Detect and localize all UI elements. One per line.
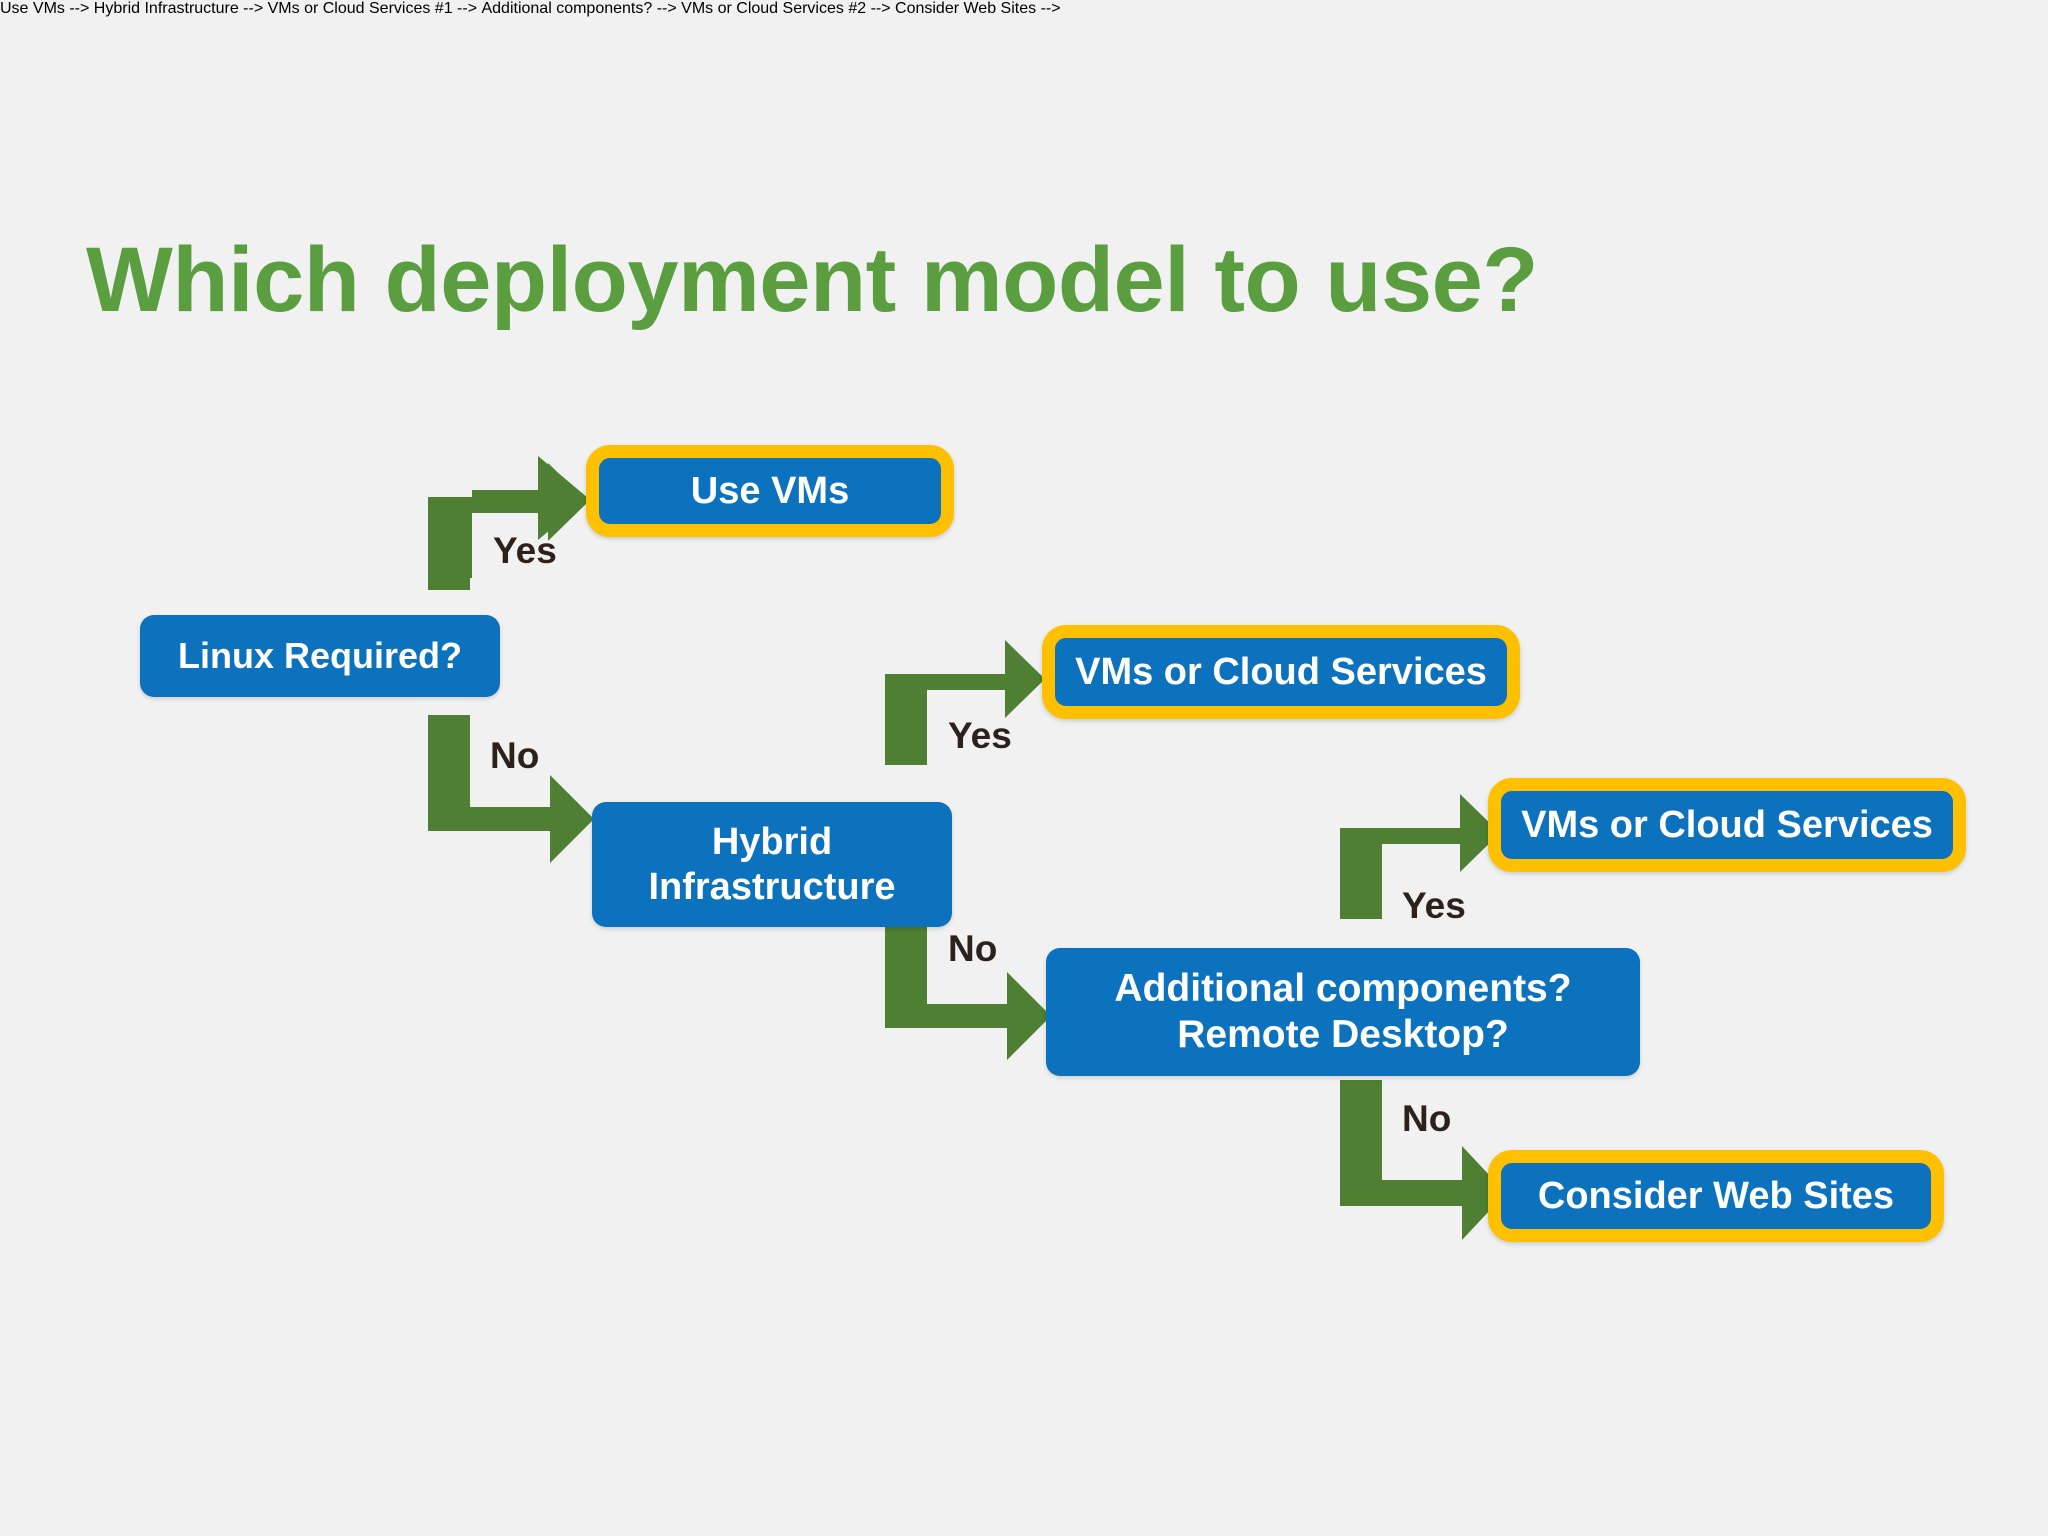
edge-label-no-3: No xyxy=(1402,1098,1452,1139)
node-additional-components[interactable]: Additional components? Remote Desktop? xyxy=(1046,948,1640,1076)
node-linux-required-label: Linux Required? xyxy=(177,634,462,676)
node-hybrid-infrastructure[interactable]: Hybrid Infrastructure xyxy=(592,802,952,927)
node-additional-components-line1: Additional components? xyxy=(1114,966,1572,1010)
node-vms-or-cloud-services-2[interactable]: VMs or Cloud Services xyxy=(1488,778,1966,872)
edge-label-yes-2: Yes xyxy=(948,715,1012,756)
node-linux-required[interactable]: Linux Required? xyxy=(140,615,500,697)
arrow-linux-required-yes xyxy=(428,455,588,590)
node-hybrid-infrastructure-label: Hybrid Infrastructure xyxy=(610,820,934,910)
arrow-additional-no xyxy=(1340,1080,1506,1240)
node-consider-web-sites[interactable]: Consider Web Sites xyxy=(1488,1150,1944,1242)
edge-label-no-2: No xyxy=(948,928,998,969)
page-title: Which deployment model to use? xyxy=(86,229,1538,331)
arrow-linux-required-no xyxy=(428,715,594,865)
arrow-additional-yes xyxy=(1340,786,1500,919)
edge-label-yes-1: Yes xyxy=(493,530,557,571)
node-consider-web-sites-label: Consider Web Sites xyxy=(1537,1174,1895,1217)
edge-label-yes-3: Yes xyxy=(1402,885,1466,926)
edge-label-no-1: No xyxy=(490,735,540,776)
node-additional-components-line2: Remote Desktop? xyxy=(1177,1013,1509,1056)
node-vms-or-cloud-services-2-label: VMs or Cloud Services xyxy=(1521,803,1933,846)
node-use-vms[interactable]: Use VMs xyxy=(586,445,954,537)
arrow-hybrid-no xyxy=(885,912,1051,1062)
node-additional-components-label: Additional components? Remote Desktop? xyxy=(1064,966,1622,1058)
arrow-hybrid-yes xyxy=(885,632,1045,765)
node-vms-or-cloud-services-1[interactable]: VMs or Cloud Services xyxy=(1042,625,1520,719)
node-hybrid-infrastructure-line1: Hybrid xyxy=(711,820,833,863)
node-use-vms-label: Use VMs xyxy=(690,469,850,512)
node-vms-or-cloud-services-1-label: VMs or Cloud Services xyxy=(1075,650,1487,693)
node-hybrid-infrastructure-line2: Infrastructure xyxy=(648,865,896,908)
